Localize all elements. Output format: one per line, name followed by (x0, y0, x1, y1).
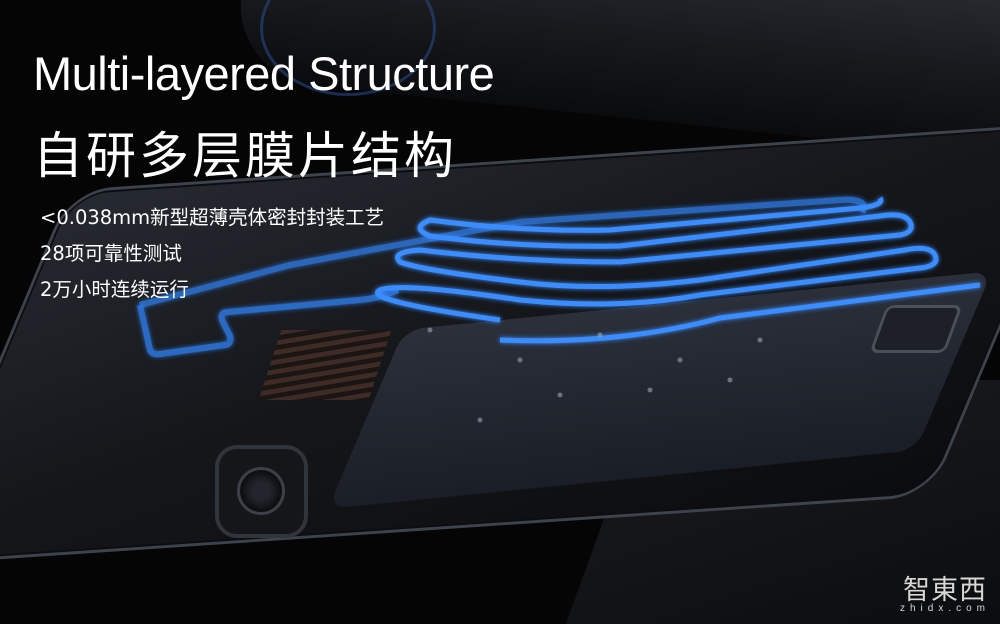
feature-item: 28项可靠性测试 (40, 242, 182, 265)
feature-item: <0.038mm新型超薄壳体密封封装工艺 (40, 206, 385, 229)
title-chinese: 自研多层膜片结构 (33, 127, 457, 185)
watermark: 智東西 zhidx.com (900, 568, 990, 614)
camera-module-icon (215, 445, 308, 538)
feature-list: <0.038mm新型超薄壳体密封封装工艺 28项可靠性测试 2万小时连续运行 (40, 200, 384, 308)
watermark-logo: 智東西 (903, 575, 987, 606)
feature-item: 2万小时连续运行 (40, 278, 189, 301)
watermark-domain: zhidx.com (900, 603, 991, 614)
title-english: Multi-layered Structure (33, 47, 495, 100)
